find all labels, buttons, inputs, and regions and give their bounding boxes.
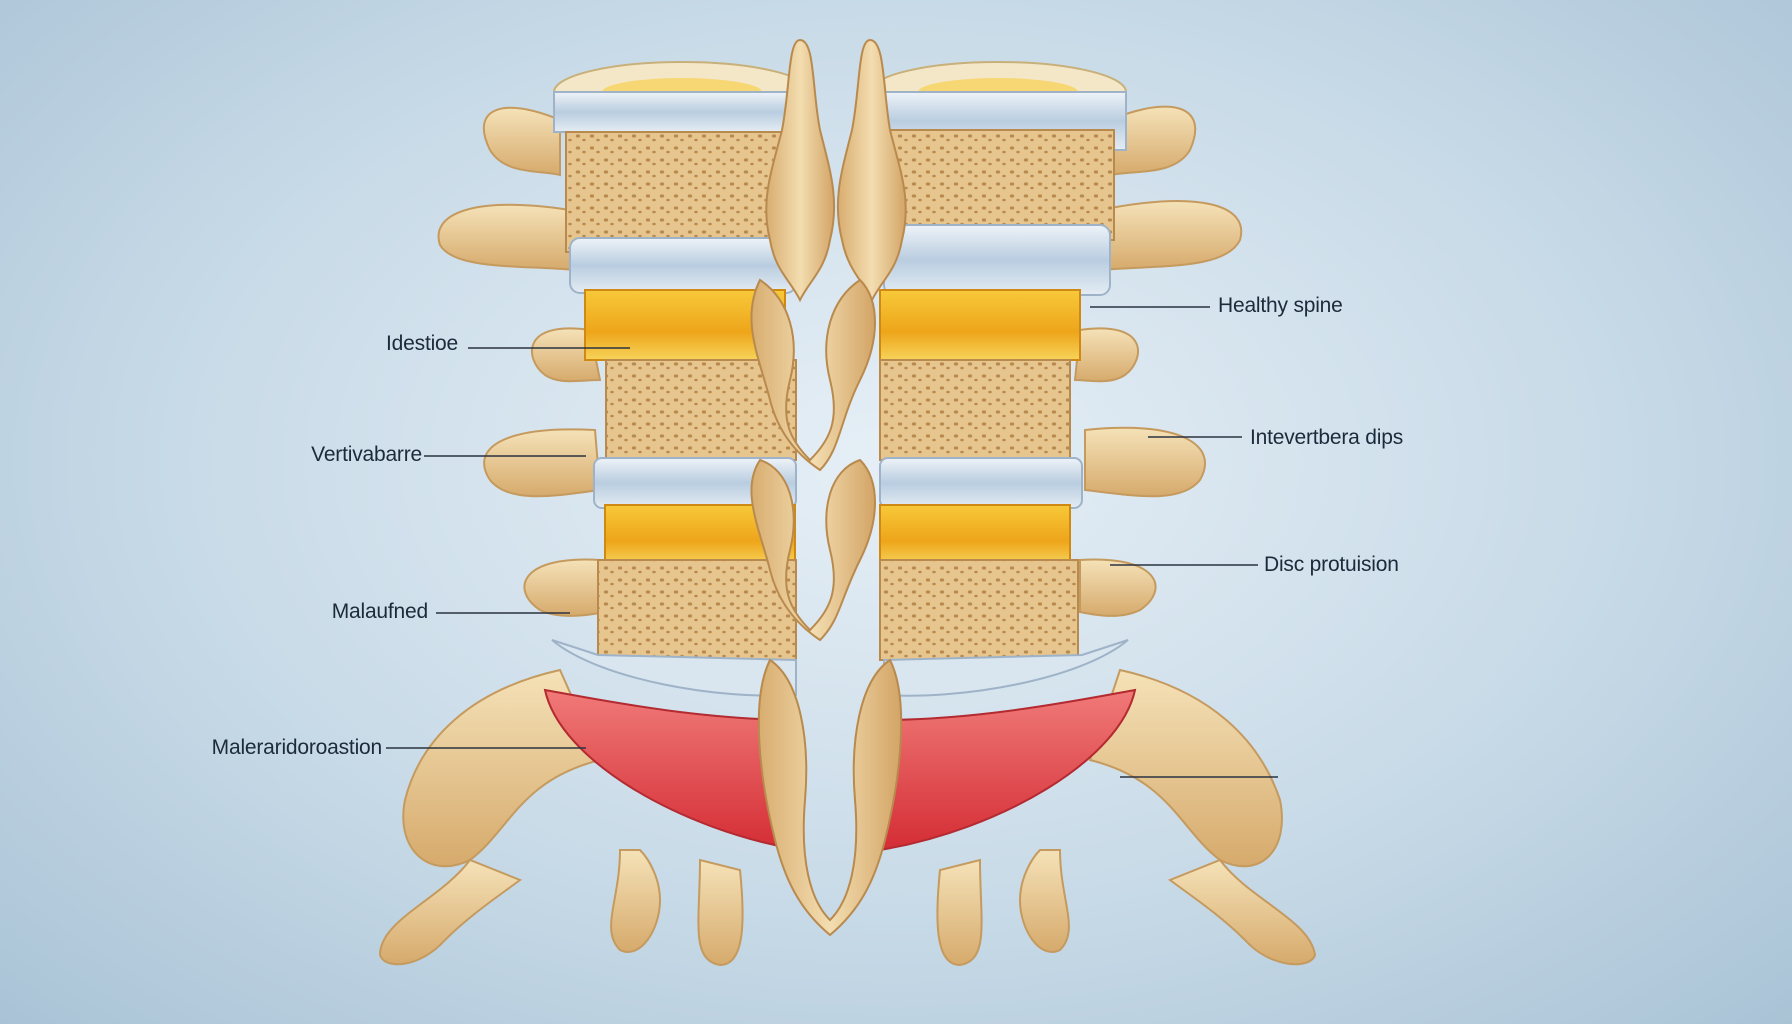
transverse-processes-right [936,105,1317,967]
label-healthy-spine: Healthy spine [1218,294,1343,317]
label-intervertebra-dips: Intevertbera dips [1250,426,1404,449]
label-disc-protrusion: Disc protuision [1264,553,1399,576]
leader-lines [386,306,1278,778]
transverse-processes-left [378,106,744,967]
label-malaufned: Malaufned [331,600,428,623]
label-vertivabarre: Vertivabarre [311,443,422,466]
label-maleraridoroastion: Maleraridoroastion [211,736,383,759]
spinous-processes [750,38,907,937]
label-idestioe: Idestioe [386,332,458,355]
vertebral-column-right [869,61,1137,852]
